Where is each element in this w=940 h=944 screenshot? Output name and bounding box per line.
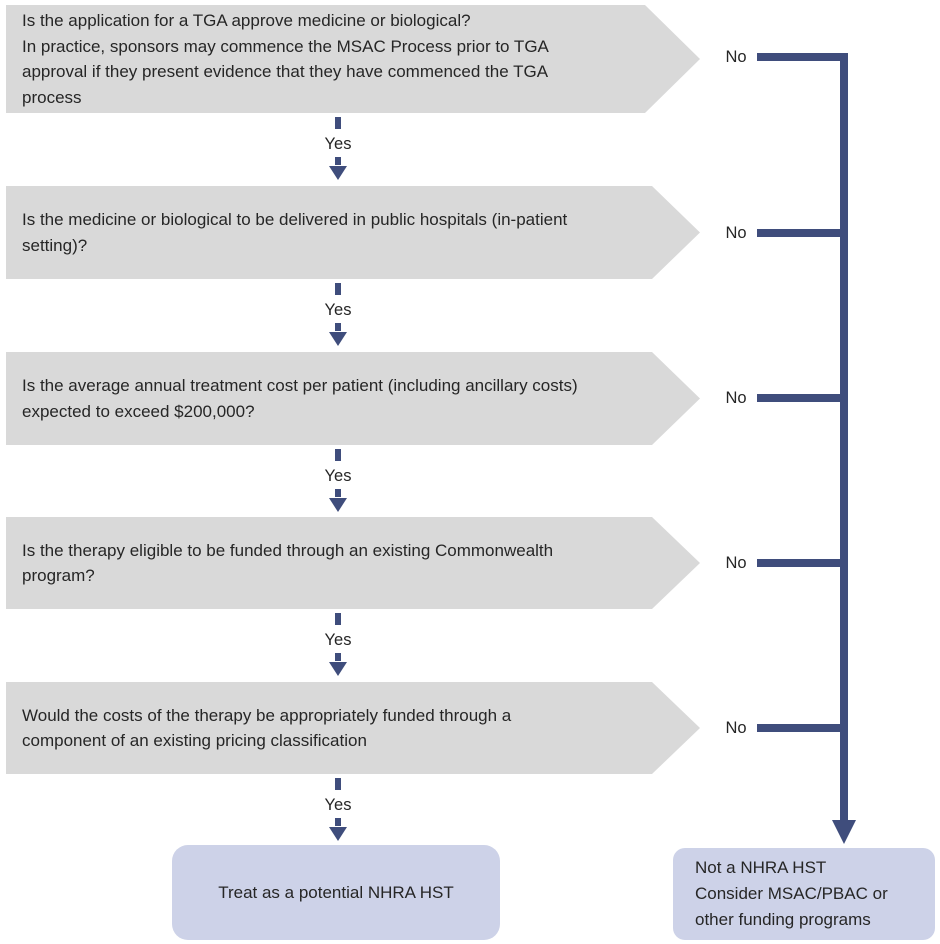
yes-connector-1: Yes [308,117,368,180]
yes-label: Yes [324,631,352,649]
no-connector-line-3 [757,394,844,402]
dashed-line-segment [335,653,341,661]
yes-connector-5: Yes [308,778,368,841]
down-arrowhead-icon [329,332,347,346]
down-arrowhead-icon [329,498,347,512]
yes-connector-4: Yes [308,613,368,676]
down-arrowhead-icon [832,820,856,844]
down-arrowhead-icon [329,166,347,180]
no-label-1: No [725,48,747,66]
question-box-public-hospitals: Is the medicine or biological to be deli… [6,186,700,279]
question-box-tga-approval: Is the application for a TGA approve med… [6,5,700,113]
yes-connector-3: Yes [308,449,368,512]
no-label-5: No [725,719,747,737]
dashed-line-segment [335,778,341,790]
dashed-line-segment [335,449,341,461]
dashed-line-segment [335,117,341,129]
no-connector-line-2 [757,229,844,237]
question-box-commonwealth-program: Is the therapy eligible to be funded thr… [6,517,700,609]
question-box-pricing-classification: Would the costs of the therapy be approp… [6,682,700,774]
no-label-4: No [725,554,747,572]
outcome-treat-as-nhra-hst-box: Treat as a potential NHRA HST [172,845,500,940]
yes-label: Yes [324,135,352,153]
no-label-2: No [725,224,747,242]
dashed-line-segment [335,323,341,331]
dashed-line-segment [335,283,341,295]
yes-label: Yes [324,796,352,814]
down-arrowhead-icon [329,662,347,676]
down-arrowhead-icon [329,827,347,841]
dashed-line-segment [335,613,341,625]
no-trunk-line [840,53,848,820]
outcome-not-nhra-hst-box: Not a NHRA HST Consider MSAC/PBAC or oth… [673,848,935,940]
dashed-line-segment [335,157,341,165]
dashed-line-segment [335,489,341,497]
dashed-line-segment [335,818,341,826]
yes-connector-2: Yes [308,283,368,346]
yes-label: Yes [324,301,352,319]
no-label-3: No [725,389,747,407]
yes-label: Yes [324,467,352,485]
no-connector-line-4 [757,559,844,567]
question-box-treatment-cost: Is the average annual treatment cost per… [6,352,700,445]
no-connector-line-1 [757,53,844,61]
no-connector-line-5 [757,724,844,732]
